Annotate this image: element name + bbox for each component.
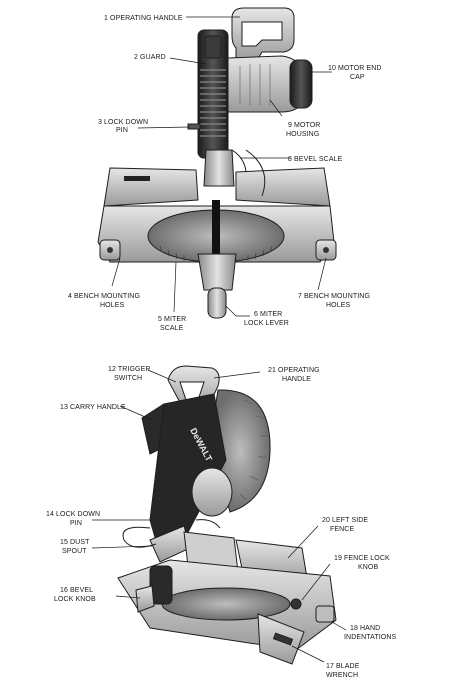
- label-miter-lock-lever-line2: LOCK LEVER: [244, 320, 289, 327]
- miter-lock-lever-drawing: [207, 287, 227, 319]
- blade-wrench-drawing: [272, 632, 294, 646]
- label-trigger-switch-line1: 12 TRIGGER: [108, 366, 151, 373]
- label-bench-mounting-holes-right-line1: 7 BENCH MOUNTING: [298, 293, 370, 300]
- label-miter-scale-line2: SCALE: [160, 325, 184, 332]
- label-blade-wrench-line2: WRENCH: [326, 672, 358, 679]
- saw-front-view-illustration: [97, 7, 337, 319]
- fence-lock-knob-drawing: [290, 598, 302, 610]
- figure-b-labels: 12 TRIGGER SWITCH 21 OPERATING HANDLE 13…: [46, 366, 397, 679]
- label-motor-end-cap-line2: CAP: [350, 74, 365, 81]
- label-fence-lock-knob-line2: KNOB: [358, 564, 378, 571]
- lock-down-pin-drawing: [187, 123, 201, 130]
- turntable-b-drawing: [161, 587, 291, 621]
- label-operating-handle: 1 OPERATING HANDLE: [104, 15, 183, 22]
- label-trigger-switch-line2: SWITCH: [114, 375, 142, 382]
- figure-b-leader-lines: [91, 369, 347, 663]
- bevel-lock-knob-drawing: [149, 565, 173, 605]
- label-left-side-fence-line1: 20 LEFT SIDE: [322, 517, 368, 524]
- label-left-side-fence-line2: FENCE: [330, 526, 354, 533]
- label-lock-down-pin-line1: 3 LOCK DOWN: [98, 119, 148, 126]
- label-motor-housing-line1: 9 MOTOR: [288, 122, 320, 129]
- label-hand-indentations-line1: 18 HAND: [350, 625, 380, 632]
- figure-a-leader-lines: [111, 16, 332, 317]
- label-guard: 2 GUARD: [134, 54, 166, 61]
- motor-end-cap-drawing: [289, 59, 313, 109]
- motor-b-drawing: [191, 467, 233, 517]
- fence-left-drawing: [103, 167, 199, 207]
- label-lock-down-pin-b-line2: PIN: [70, 520, 82, 527]
- label-motor-end-cap-line1: 10 MOTOR END: [328, 65, 382, 72]
- label-miter-scale-line1: 5 MITER: [158, 316, 186, 323]
- hand-indentations-drawing: [315, 605, 335, 623]
- label-miter-lock-lever-line1: 6 MITER: [254, 311, 282, 318]
- label-lock-down-pin-line2: PIN: [116, 127, 128, 134]
- label-bevel-lock-knob-line1: 16 BEVEL: [60, 587, 93, 594]
- saw-angled-view-illustration: DeWALT: [117, 365, 337, 665]
- label-motor-housing-line2: HOUSING: [286, 131, 319, 138]
- label-carry-handle: 13 CARRY HANDLE: [60, 404, 126, 411]
- label-bevel-lock-knob-line2: LOCK KNOB: [54, 596, 96, 603]
- label-hand-indentations-line2: INDENTATIONS: [344, 634, 397, 641]
- label-bevel-scale: 8 BEVEL SCALE: [288, 156, 343, 163]
- label-bench-mounting-holes-left-line1: 4 BENCH MOUNTING: [68, 293, 140, 300]
- label-bench-mounting-holes-left-line2: HOLES: [100, 302, 124, 309]
- figure-a-labels: 1 OPERATING HANDLE 2 GUARD 3 LOCK DOWN P…: [68, 15, 382, 332]
- fence-right-drawing: [235, 167, 331, 207]
- label-dust-spout-line2: SPOUT: [62, 548, 87, 555]
- label-lock-down-pin-b-line1: 14 LOCK DOWN: [46, 511, 100, 518]
- miter-arm-drawing: [197, 253, 237, 291]
- label-operating-handle-b-line1: 21 OPERATING: [268, 367, 320, 374]
- label-bench-mounting-holes-right-line2: HOLES: [326, 302, 350, 309]
- label-dust-spout-line1: 15 DUST: [60, 539, 90, 546]
- label-fence-lock-knob-line1: 19 FENCE LOCK: [334, 555, 390, 562]
- label-blade-wrench-line1: 17 BLADE: [326, 663, 360, 670]
- label-operating-handle-b-line2: HANDLE: [282, 376, 311, 383]
